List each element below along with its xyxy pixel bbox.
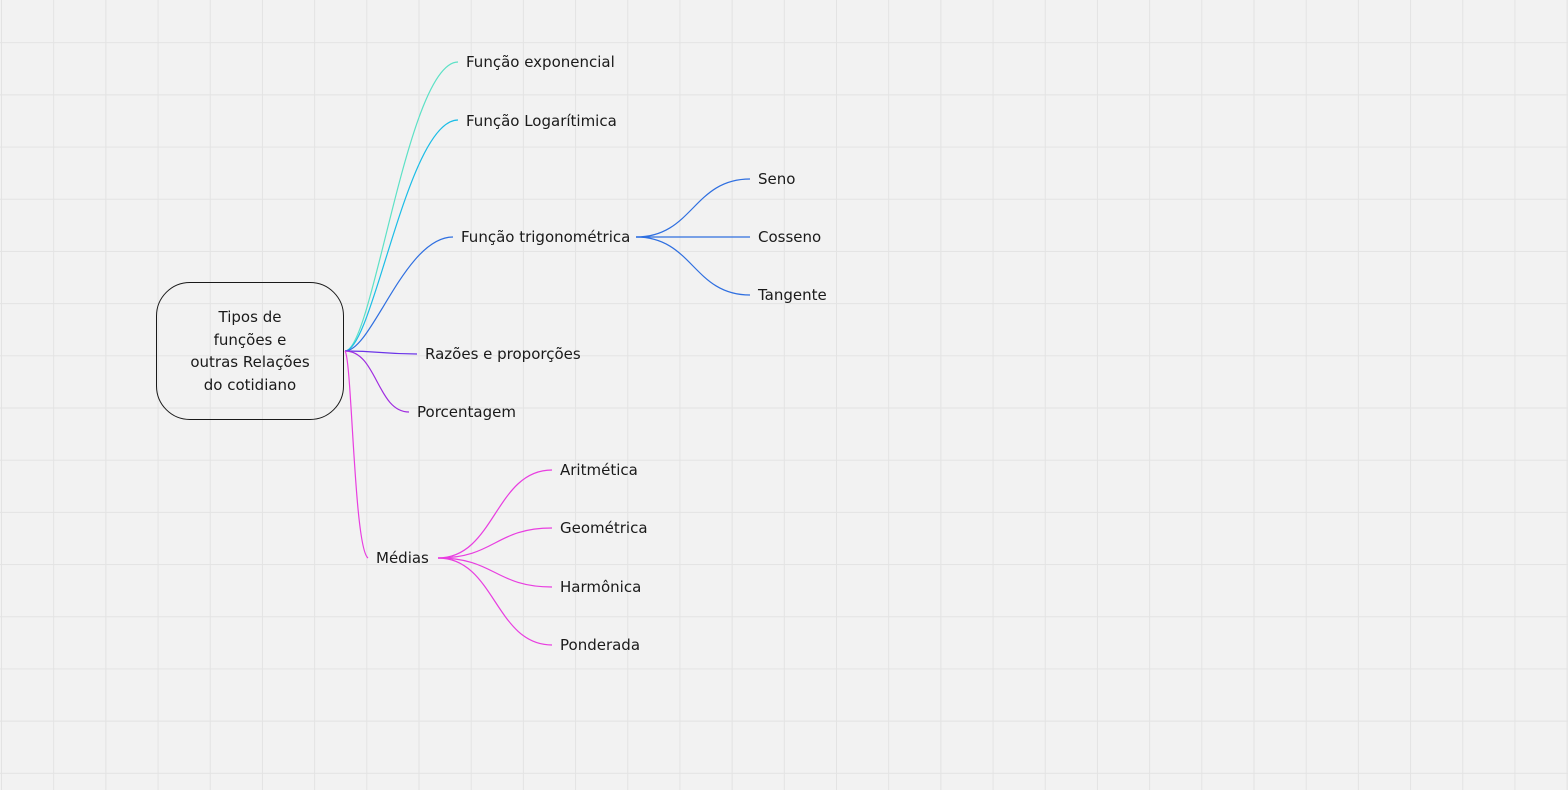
connector-medias-harmonica xyxy=(437,557,553,588)
node-funcao-trigonometrica[interactable]: Função trigonométrica xyxy=(461,228,631,246)
node-funcao-exponencial[interactable]: Função exponencial xyxy=(466,53,615,71)
node-porcentagem[interactable]: Porcentagem xyxy=(417,403,516,421)
connector-trig-seno xyxy=(635,178,751,238)
connector-root-trigonometrica xyxy=(344,236,454,352)
root-node[interactable]: Tipos de funções e outras Relações do co… xyxy=(156,282,344,420)
connector-trig-tangente xyxy=(635,236,751,296)
node-funcao-logaritmica[interactable]: Função Logarítimica xyxy=(466,112,617,130)
connector-medias-aritmetica xyxy=(437,469,553,559)
node-razoes-proporcoes[interactable]: Razões e proporções xyxy=(425,345,581,363)
connector-root-logaritmica xyxy=(344,119,459,352)
connector-root-porcentagem xyxy=(344,350,410,413)
node-harmonica[interactable]: Harmônica xyxy=(560,578,642,596)
connector-root-medias xyxy=(344,350,369,559)
node-seno[interactable]: Seno xyxy=(758,170,796,188)
connector-medias-geometrica xyxy=(437,527,553,559)
connector-root-exponencial xyxy=(344,61,459,352)
node-geometrica[interactable]: Geométrica xyxy=(560,519,648,537)
root-node-label: Tipos de funções e outras Relações do co… xyxy=(190,308,310,394)
connector-root-razoes xyxy=(344,350,418,355)
node-aritmetica[interactable]: Aritmética xyxy=(560,461,638,479)
node-tangente[interactable]: Tangente xyxy=(758,286,827,304)
node-medias[interactable]: Médias xyxy=(376,549,429,567)
connector-medias-ponderada xyxy=(437,557,553,646)
node-cosseno[interactable]: Cosseno xyxy=(758,228,822,246)
node-ponderada[interactable]: Ponderada xyxy=(560,636,641,654)
